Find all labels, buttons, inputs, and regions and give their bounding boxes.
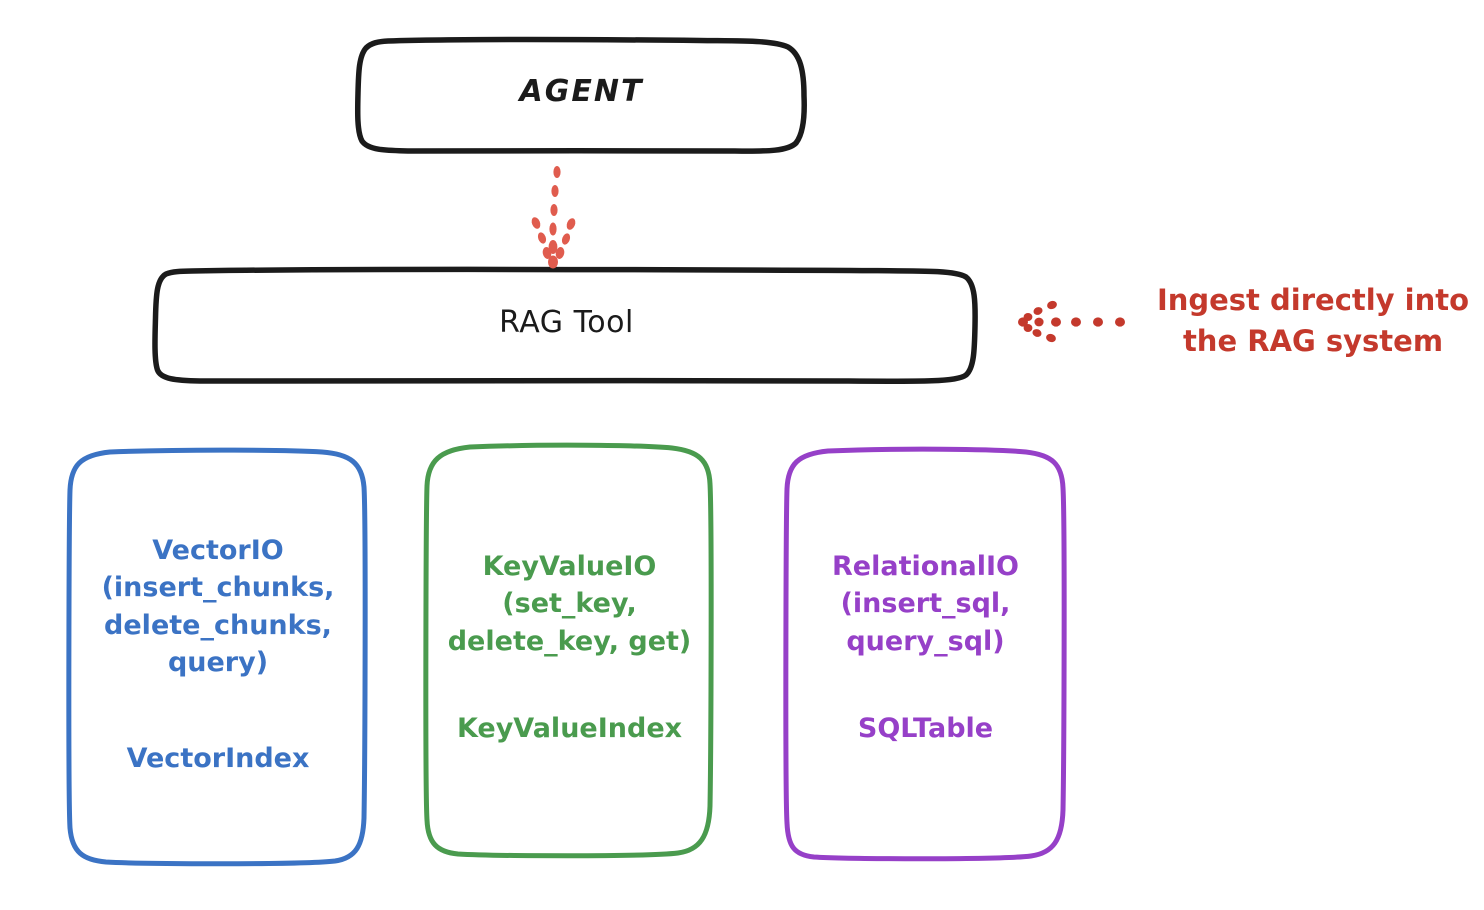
rag-tool-box[interactable] xyxy=(152,266,978,385)
vector-io-box[interactable] xyxy=(66,447,368,867)
sql-table-label: SQLTable xyxy=(857,713,994,744)
key-value-index-label: KeyValueIndex xyxy=(456,713,683,744)
agent-to-rag-arrow xyxy=(531,166,576,269)
agent-box[interactable] xyxy=(354,36,807,154)
key-value-io-api-label: KeyValueIO (set_key, delete_key, get) xyxy=(447,551,692,657)
vector-io-api-label: VectorIO (insert_chunks, delete_chunks, … xyxy=(101,535,335,678)
ingest-arrow xyxy=(1018,300,1125,343)
relational-io-api-label: RelationalIO (insert_sql, query_sql) xyxy=(832,551,1019,657)
vector-index-label: VectorIndex xyxy=(126,743,310,774)
key-value-io-box[interactable] xyxy=(423,442,714,859)
ingest-annotation-text: Ingest directly into the RAG system xyxy=(1156,283,1470,359)
relational-io-box[interactable] xyxy=(783,446,1067,862)
